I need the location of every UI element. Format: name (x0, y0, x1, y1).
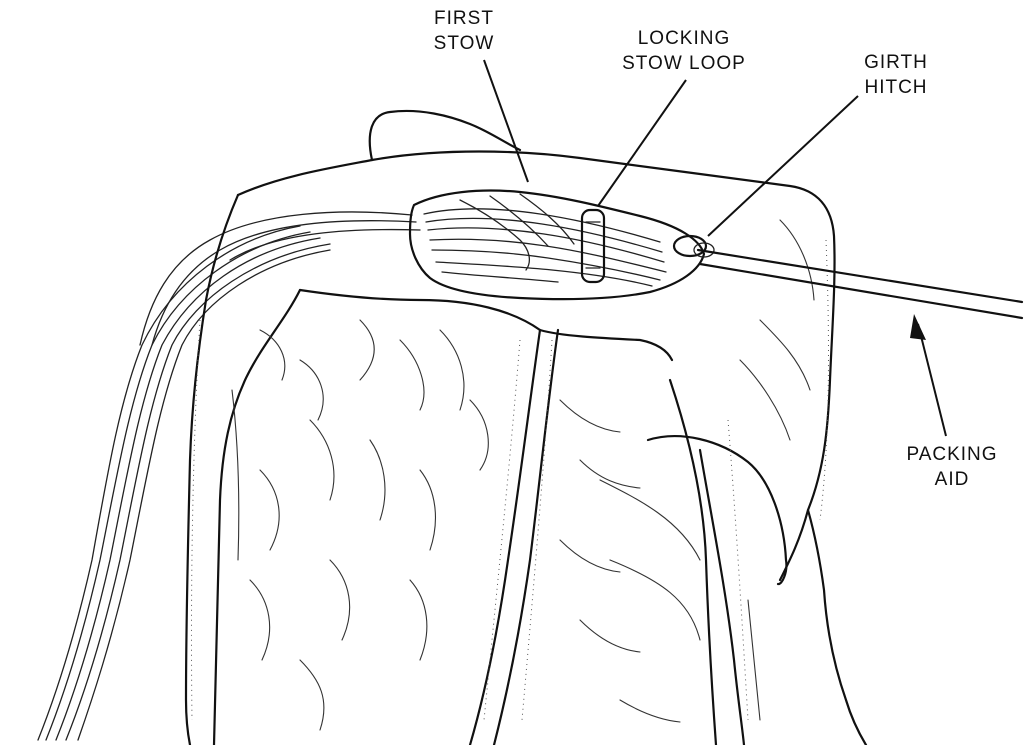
leader-lines (484, 60, 946, 436)
packing-aid-label: PACKING AID (887, 442, 1017, 492)
locking-stow-loop-line-1: LOCKING (604, 26, 764, 51)
packing-aid-rod (698, 250, 1022, 318)
canopy-bundle (186, 111, 866, 745)
locking-stow-loop-label: LOCKING STOW LOOP (604, 26, 764, 76)
girth-hitch-leader (708, 96, 858, 236)
packing-aid-line-1: PACKING (887, 442, 1017, 467)
first-stow-leader (484, 60, 528, 182)
suspension-lines (38, 212, 420, 740)
first-stow-label: FIRST STOW (432, 6, 496, 56)
packing-aid-line-2: AID (887, 467, 1017, 492)
first-stow-line-1: FIRST (432, 6, 496, 31)
girth-hitch-label: GIRTH HITCH (836, 50, 956, 100)
girth-hitch-line-1: GIRTH (836, 50, 956, 75)
stowed-line-bundle (410, 191, 714, 300)
packing-aid-arrowhead (910, 314, 926, 340)
locking-loop-leader (598, 80, 686, 206)
locking-stow-loop-line-2: STOW LOOP (604, 51, 764, 76)
first-stow-line-2: STOW (432, 31, 496, 56)
packing-aid-leader (918, 324, 946, 436)
girth-hitch-line-2: HITCH (836, 75, 956, 100)
